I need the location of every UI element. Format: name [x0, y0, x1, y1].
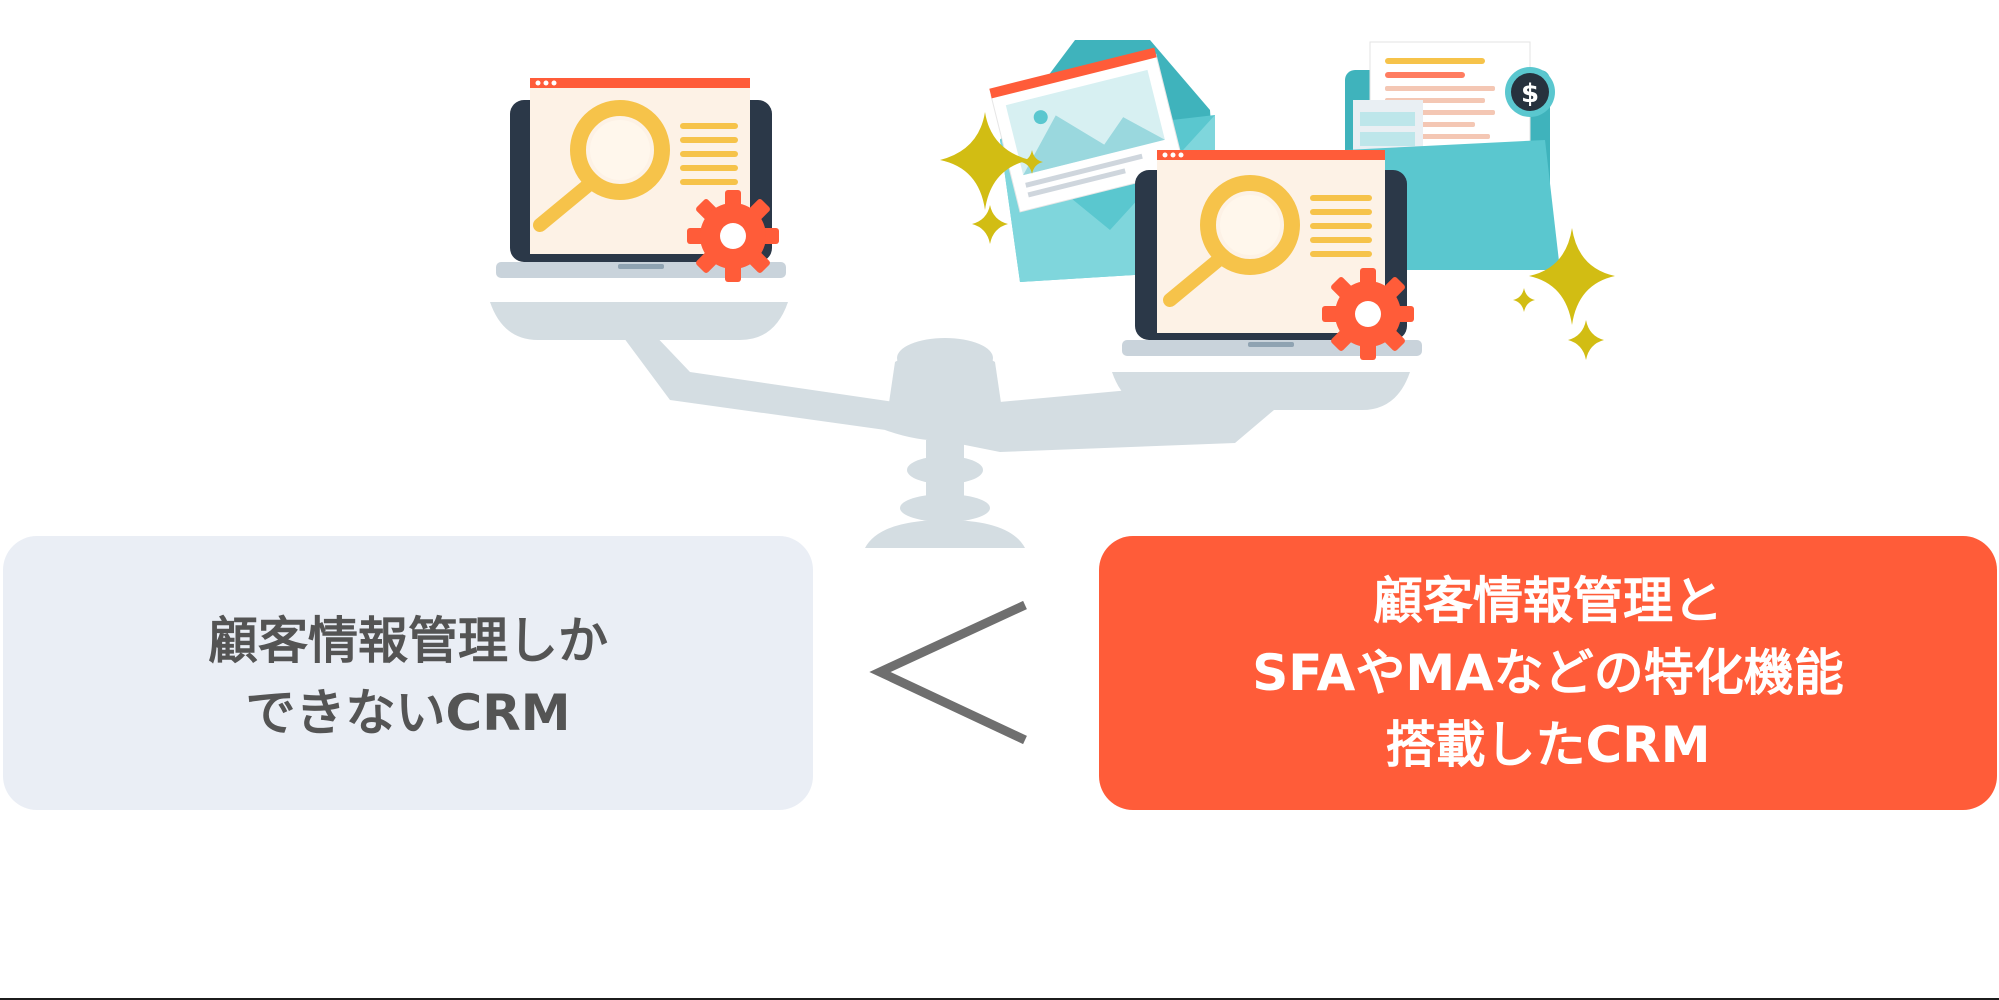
sparkle-icon-small-left — [972, 205, 1008, 244]
svg-text:$: $ — [1521, 79, 1539, 109]
magnifier-icon — [533, 100, 670, 232]
bottom-divider — [0, 998, 1999, 1000]
sparkle-icon-large-left — [940, 112, 1030, 210]
left-label-line-2: できないCRM — [245, 684, 571, 742]
sparkle-icon — [940, 112, 1615, 360]
scale-base-foot — [865, 520, 1025, 548]
less-than-symbol — [869, 600, 1027, 745]
dollar-icon: $ — [1505, 67, 1555, 117]
right-label-line-2: SFAやMAなどの特化機能 — [1252, 644, 1844, 702]
balance-scale — [490, 302, 1410, 548]
text-lines — [680, 123, 738, 185]
left-laptop-icon — [496, 78, 786, 282]
left-label-box: 顧客情報管理しか できないCRM — [3, 536, 813, 810]
magnifier-icon — [1163, 175, 1300, 307]
left-pan — [490, 302, 788, 340]
right-pan — [1112, 372, 1410, 410]
sparkle-icon-small-right — [1568, 320, 1604, 360]
right-label-box: 顧客情報管理と SFAやMAなどの特化機能 搭載したCRM — [1099, 536, 1997, 810]
left-label-line-1: 顧客情報管理しか — [208, 612, 608, 670]
scale-pivot — [885, 346, 1005, 441]
sparkle-icon-large-right — [1529, 228, 1615, 325]
sparkle-icon-tiny-right — [1513, 288, 1535, 312]
sparkle-icon-tiny-left — [1021, 150, 1043, 174]
scale-base-ring-lower — [900, 494, 990, 522]
gear-icon — [687, 190, 779, 282]
gear-icon — [1322, 268, 1414, 360]
right-label-line-3: 搭載したCRM — [1385, 716, 1711, 774]
text-lines — [1310, 195, 1372, 257]
scale-beam — [618, 330, 1300, 452]
right-label-line-1: 顧客情報管理と — [1373, 572, 1723, 630]
right-laptop-icon — [1122, 150, 1422, 360]
